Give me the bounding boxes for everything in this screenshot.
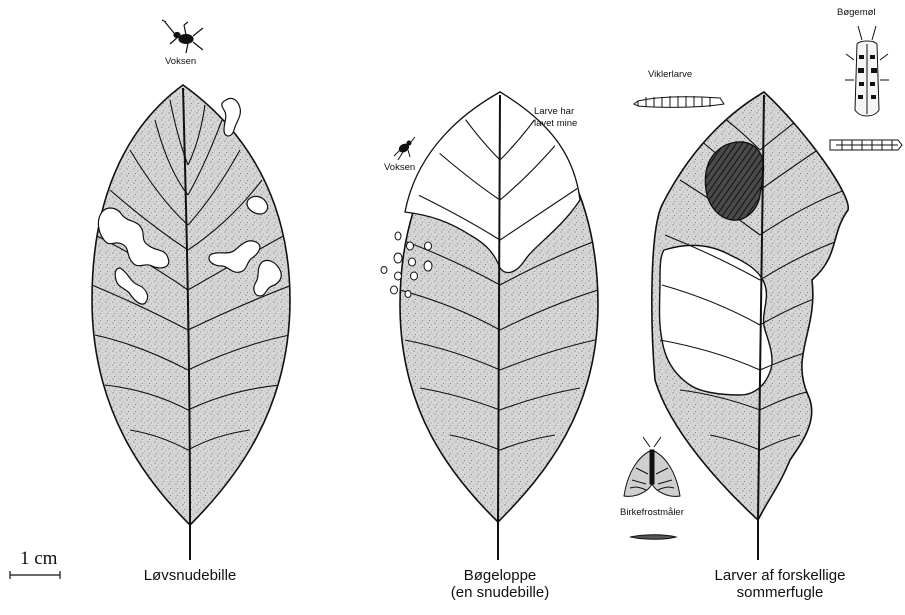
caption-leaf-2: Bøgeloppe (en snudebille) xyxy=(425,567,575,602)
caption-leaf-3-line-2: sommerfugle xyxy=(690,584,870,601)
tortrix-larva-icon xyxy=(634,96,724,107)
scale-bar-label: 1 cm xyxy=(20,548,57,570)
label-mine-line-1: Larve har xyxy=(534,107,574,118)
caption-leaf-2-line-2: (en snudebille) xyxy=(425,584,575,601)
beech-moth-adult-icon xyxy=(845,26,889,116)
leaf-1 xyxy=(92,85,292,560)
caption-leaf-2-line-1: Bøgeloppe xyxy=(425,567,575,584)
label-adult-leaf-1: Voksen xyxy=(165,57,196,68)
label-adult-leaf-2: Voksen xyxy=(384,163,415,174)
caption-leaf-3-line-1: Larver af forskellige xyxy=(690,567,870,584)
beech-moth-larva-icon xyxy=(830,140,902,150)
scale-bar xyxy=(10,571,60,579)
leaf-3 xyxy=(652,92,848,560)
label-winter-moth: Birkefrostmåler xyxy=(620,508,684,519)
weevil-adult-icon xyxy=(162,20,203,53)
winter-moth-adult-icon xyxy=(624,437,680,496)
caption-leaf-1-line-1: Løvsnudebille xyxy=(130,567,250,584)
flea-weevil-adult-icon xyxy=(394,137,415,160)
caption-leaf-3: Larver af forskellige sommerfugle xyxy=(690,567,870,602)
label-tortrix-larva: Viklerlarve xyxy=(648,70,692,81)
label-beech-moth: Bøgemøl xyxy=(837,8,876,19)
winter-moth-larva-icon xyxy=(630,535,676,540)
label-mine-line-2: lavet mine xyxy=(534,119,577,130)
caption-leaf-1: Løvsnudebille xyxy=(130,567,250,584)
